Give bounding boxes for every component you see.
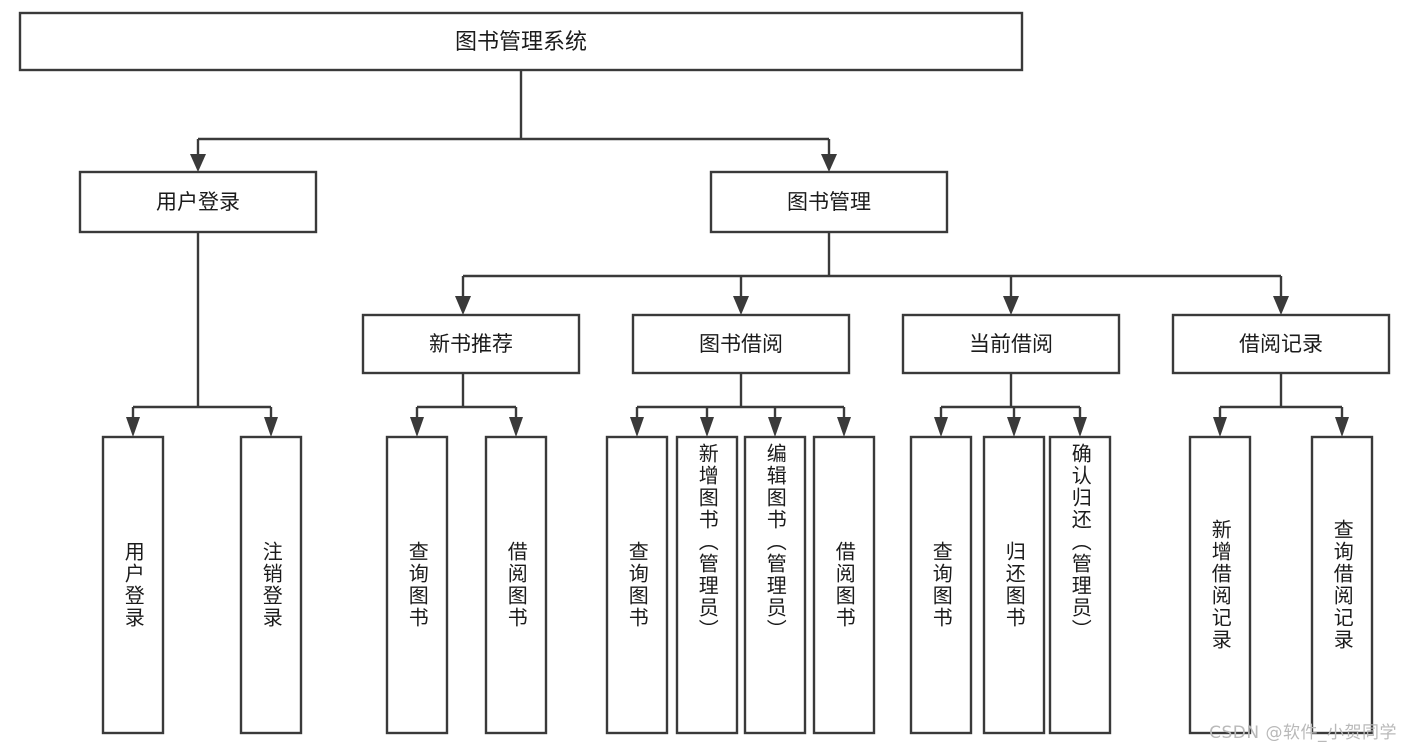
- arrowhead-leaf-user-login: [126, 417, 140, 437]
- arrowhead-leaf-query-book-2: [630, 417, 644, 437]
- arrowhead-leaf-return-book: [1007, 417, 1021, 437]
- arrowhead-leaf-borrow-book-1: [509, 417, 523, 437]
- arrowhead-new-book-recommend: [455, 296, 471, 315]
- arrowhead-leaf-borrow-book-2: [837, 417, 851, 437]
- leaf-box-return-book[interactable]: [982, 435, 1046, 735]
- arrowhead-leaf-query-book-3: [934, 417, 948, 437]
- connector-group-borrowrecord-to-leaves: [1213, 373, 1349, 437]
- leaf-box-add-book[interactable]: [675, 435, 739, 735]
- node-book-manage-box[interactable]: [709, 170, 949, 234]
- leaf-box-user-login[interactable]: [101, 435, 165, 735]
- node-book-borrow-box[interactable]: [631, 313, 851, 375]
- arrowhead-leaf-logout: [264, 417, 278, 437]
- node-new-book-recommend-box[interactable]: [361, 313, 581, 375]
- node-user-login-label: 用户登录: [156, 190, 240, 214]
- connector-group-root-to-level2: [190, 70, 837, 172]
- node-user-login[interactable]: 用户登录: [78, 170, 318, 234]
- connector-group-currentborrow-to-leaves: [934, 373, 1087, 437]
- leaf-box-query-book-3[interactable]: [909, 435, 973, 735]
- connector-group-newbook-to-leaves: [410, 373, 523, 437]
- csdn-watermark: CSDN @软件_小贺同学: [1209, 723, 1397, 743]
- leaf-box-edit-book[interactable]: [743, 435, 807, 735]
- arrowhead-leaf-confirm-return: [1073, 417, 1087, 437]
- node-root-box[interactable]: [18, 11, 1024, 72]
- leaf-box-logout[interactable]: [239, 435, 303, 735]
- node-current-borrow[interactable]: 当前借阅: [901, 313, 1121, 375]
- arrowhead-book-manage: [821, 154, 837, 172]
- leaf-box-group: [101, 435, 1374, 735]
- connector-group-bookborrow-to-leaves: [630, 373, 851, 437]
- arrowhead-leaf-query-book-1: [410, 417, 424, 437]
- arrowhead-leaf-edit-book: [768, 417, 782, 437]
- node-new-book-recommend-label: 新书推荐: [429, 332, 513, 356]
- leaf-box-add-record[interactable]: [1188, 435, 1252, 735]
- node-user-login-box[interactable]: [78, 170, 318, 234]
- node-borrow-record[interactable]: 借阅记录: [1171, 313, 1391, 375]
- node-root-label: 图书管理系统: [455, 30, 587, 55]
- node-book-borrow[interactable]: 图书借阅: [631, 313, 851, 375]
- node-book-borrow-label: 图书借阅: [699, 332, 783, 356]
- node-borrow-record-box[interactable]: [1171, 313, 1391, 375]
- node-book-manage-label: 图书管理: [787, 190, 871, 214]
- connector-group-userlogin-to-leaves: [126, 232, 278, 437]
- arrowhead-user-login: [190, 154, 206, 172]
- arrowhead-borrow-record: [1273, 296, 1289, 315]
- node-new-book-recommend[interactable]: 新书推荐: [361, 313, 581, 375]
- node-borrow-record-label: 借阅记录: [1239, 332, 1323, 356]
- arrowhead-leaf-query-record: [1335, 417, 1349, 437]
- arrowhead-book-borrow: [733, 296, 749, 315]
- leaf-box-query-book-1[interactable]: [385, 435, 449, 735]
- arrowhead-current-borrow: [1003, 296, 1019, 315]
- node-book-manage[interactable]: 图书管理: [709, 170, 949, 234]
- leaf-box-query-record[interactable]: [1310, 435, 1374, 735]
- arrowhead-leaf-add-record: [1213, 417, 1227, 437]
- node-current-borrow-box[interactable]: [901, 313, 1121, 375]
- leaf-box-query-book-2[interactable]: [605, 435, 669, 735]
- leaf-box-borrow-book-1[interactable]: [484, 435, 548, 735]
- leaf-box-confirm-return[interactable]: [1048, 435, 1112, 735]
- node-root[interactable]: 图书管理系统: [18, 11, 1024, 72]
- connector-group-bookmanage-to-level3: [455, 232, 1289, 315]
- node-current-borrow-label: 当前借阅: [969, 332, 1053, 356]
- arrowhead-leaf-add-book: [700, 417, 714, 437]
- leaf-box-borrow-book-2[interactable]: [812, 435, 876, 735]
